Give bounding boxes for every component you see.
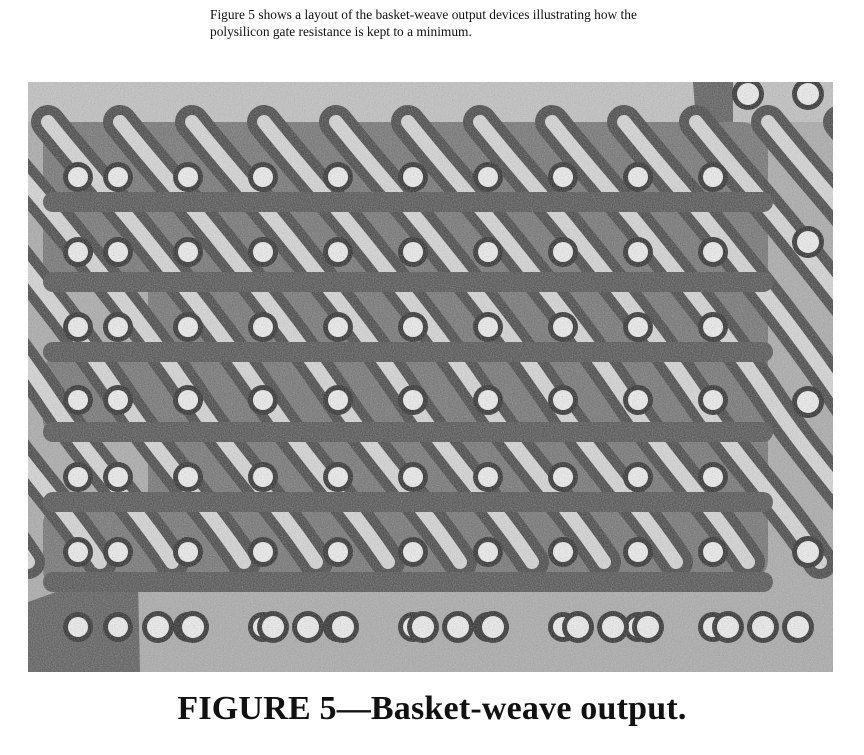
intro-paragraph: Figure 5 shows a layout of the basket-we…	[210, 7, 637, 39]
figure-caption: FIGURE 5—Basket-weave output.	[177, 690, 687, 727]
basket-weave-micrograph	[28, 82, 833, 672]
